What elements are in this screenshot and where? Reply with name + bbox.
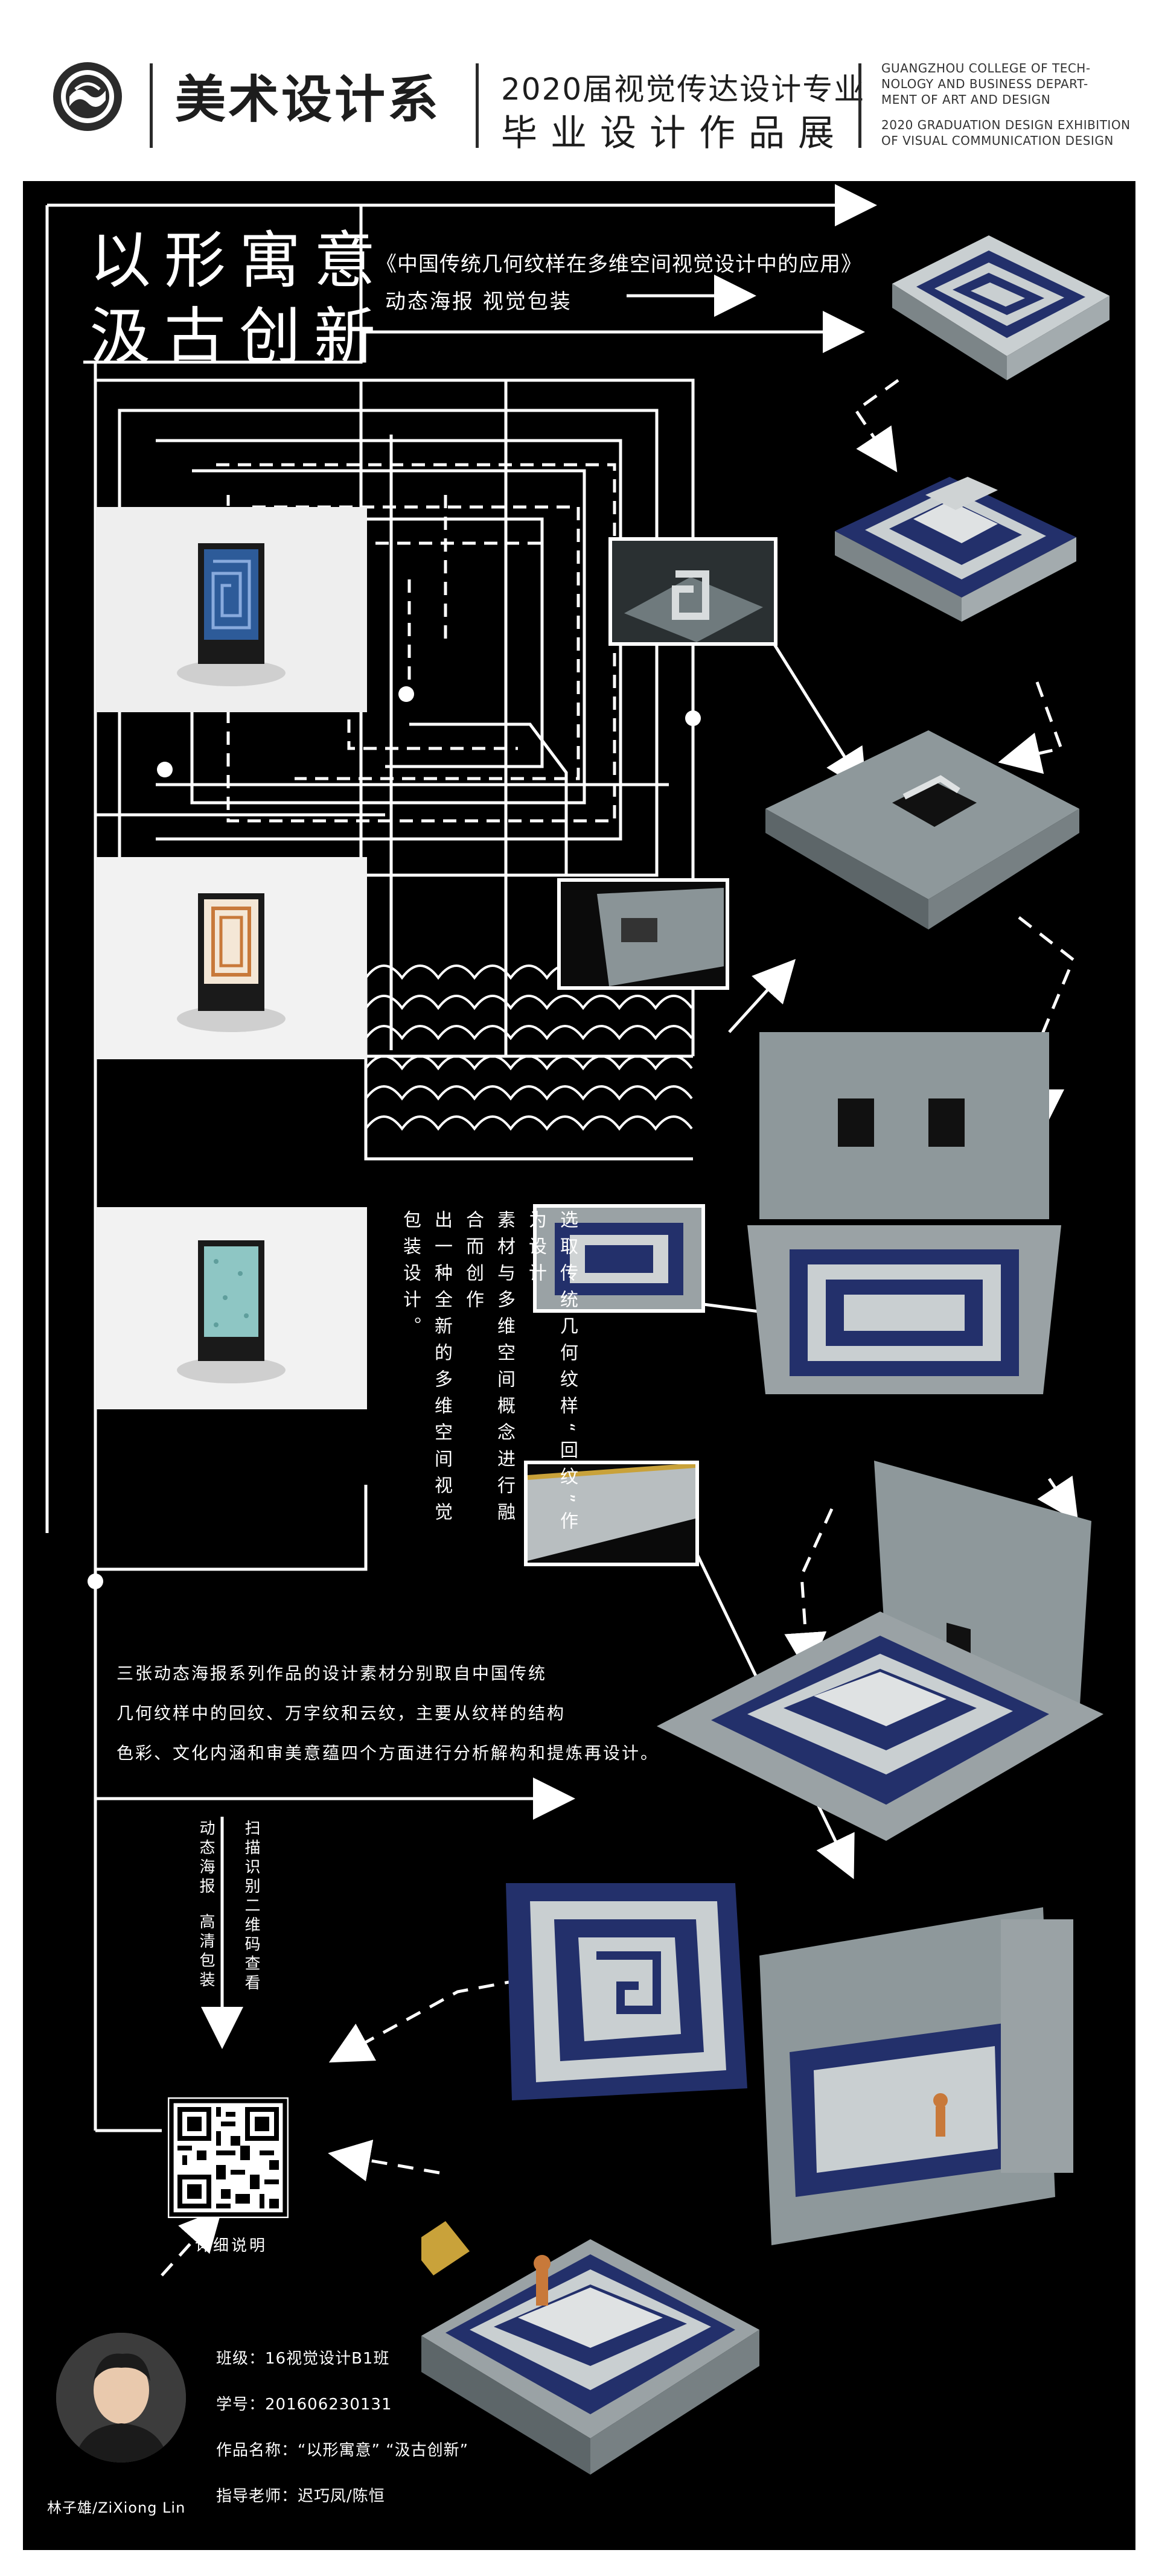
college-en-line: NOLOGY AND BUSINESS DEPART- — [881, 77, 1088, 91]
header-divider — [858, 63, 861, 148]
exhibition-header: 美术设计系 2020届视觉传达设计专业 毕业设计作品展 GUANGZHOU CO… — [0, 0, 1159, 181]
detail-image — [612, 541, 774, 642]
description-line: 三张动态海报系列作品的设计素材分别取自中国传统 — [117, 1663, 548, 1683]
display-stand-icon — [95, 857, 367, 1059]
package-set-display — [421, 1883, 1073, 2475]
college-logo-icon — [53, 62, 122, 131]
package-box-stepped — [835, 477, 1076, 622]
poster-artwork: 以形寓意 汲古创新 《中国传统几何纹样在多维空间视觉设计中的应用》 动态海报 视… — [23, 181, 1135, 2550]
advisor: 指导老师：迟巧凤/陈恒 — [216, 2487, 385, 2505]
project-title: 《中国传统几何纹样在多维空间视觉设计中的应用》 — [376, 252, 862, 276]
student-id: 学号：201606230131 — [216, 2396, 392, 2414]
slogan-line1: 以形寓意 — [89, 225, 389, 297]
slogan-line2: 汲古创新 — [89, 301, 389, 373]
concept-text: 选取传统几何纹样“回纹”作为设计 素材与多维空间概念进行融合而创作 出一种全新的… — [394, 1210, 583, 1548]
concept-col: 出一种全新的多维空间视觉包装设计。 — [400, 1210, 452, 1529]
class-label: 班级：16视觉设计B1班 — [216, 2350, 390, 2368]
package-box-closed — [892, 235, 1110, 380]
exhibition-title-line1: 2020届视觉传达设计专业 — [501, 72, 866, 107]
poster-display-photo-orange — [95, 857, 367, 1059]
college-en-line: GUANGZHOU COLLEGE OF TECH- — [881, 61, 1091, 75]
header-divider — [476, 63, 479, 148]
package-box-lid — [765, 730, 1079, 929]
detail-image — [528, 1464, 695, 1563]
college-en-line: MENT OF ART AND DESIGN — [881, 92, 1051, 107]
author-name: 林子雄/ZiXiong Lin — [47, 2499, 186, 2516]
detail-inset-3 — [533, 1204, 705, 1313]
scan-instruction-package: 高清包装 — [197, 1913, 215, 1991]
poster-display-photo-teal — [95, 1207, 367, 1409]
student-info: 班级：16视觉设计B1班 学号：201606230131 作品名称：“以形寓意”… — [216, 2336, 468, 2519]
concept-col: 选取传统几何纹样“回纹”作为设计 — [525, 1210, 578, 1538]
exhibition-title-line2: 毕业设计作品展 — [501, 112, 848, 155]
project-types: 动态海报 视觉包装 — [385, 290, 572, 314]
scan-instruction-poster: 动态海报 — [197, 1820, 215, 1897]
detail-inset-4 — [524, 1461, 699, 1566]
detail-image — [561, 882, 726, 986]
detail-inset-2 — [557, 878, 729, 990]
display-stand-icon — [95, 1207, 367, 1409]
package-box-open — [747, 1032, 1061, 1394]
description-line: 几何纹样中的回纹、万字纹和云纹，主要从纹样的结构 — [117, 1703, 566, 1723]
slogan: 以形寓意 汲古创新 — [89, 223, 389, 375]
concept-col: 素材与多维空间概念进行融合而创作 — [462, 1210, 515, 1529]
department-title: 美术设计系 — [175, 70, 441, 129]
design-description: 三张动态海报系列作品的设计素材分别取自中国传统 几何纹样中的回纹、万字纹和云纹，… — [117, 1654, 781, 1773]
scan-instruction-main: 扫描识别二维码查看 — [242, 1820, 260, 1994]
detail-inset-1 — [608, 537, 777, 646]
english-info: GUANGZHOU COLLEGE OF TECH- NOLOGY AND BU… — [881, 60, 1135, 148]
description-line: 色彩、文化内涵和审美意蕴四个方面进行分析解构和提炼再设计。 — [117, 1743, 660, 1763]
work-name: 作品名称：“以形寓意” “汲古创新” — [216, 2441, 469, 2460]
detail-image — [537, 1208, 701, 1309]
display-stand-icon — [95, 507, 367, 712]
qr-caption: 详细说明 — [195, 2237, 268, 2255]
package-box-open-stepped — [657, 1461, 1103, 1841]
header-divider — [150, 63, 153, 148]
exhibition-en-line: 2020 GRADUATION DESIGN EXHIBITION — [881, 118, 1131, 132]
student-avatar — [56, 2333, 186, 2463]
poster-display-photo-blue — [95, 507, 367, 712]
exhibition-en-line: OF VISUAL COMMUNICATION DESIGN — [881, 133, 1114, 148]
qr-code[interactable] — [168, 2097, 289, 2218]
avatar-portrait-icon — [56, 2333, 186, 2463]
